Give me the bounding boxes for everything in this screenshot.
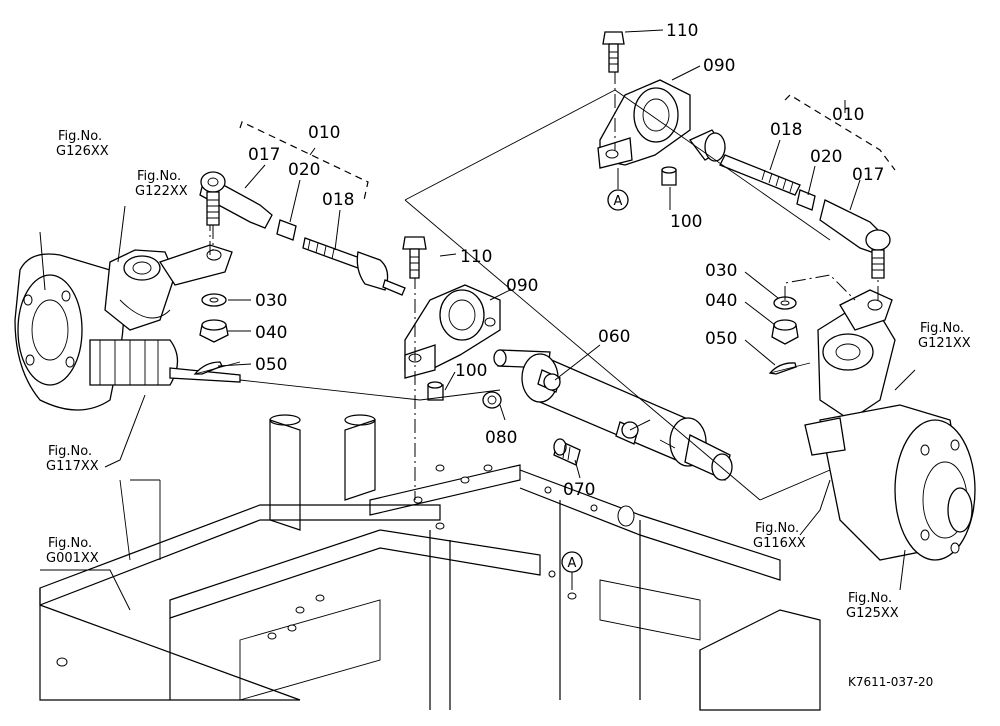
part-label-040-right: 040 [705,291,737,311]
leader-lines [39,29,916,611]
part-label-100-left: 100 [455,361,487,381]
svg-text:A: A [614,194,623,209]
bolts-110 [402,31,625,279]
part-label-060: 060 [598,327,630,347]
svg-text:G126XX: G126XX [56,144,109,159]
figure-references: Fig.No. G126XX Fig.No. G122XX Fig.No. G1… [46,129,971,621]
part-label-080: 080 [485,428,517,448]
part-labels: 110 090 010 018 020 017 100 030 040 050 … [248,21,884,500]
svg-text:G121XX: G121XX [918,336,971,351]
part-label-010-right: 010 [832,105,864,125]
right-tie-rod-group [688,94,896,279]
part-label-110-right: 110 [666,21,698,41]
svg-text:G117XX: G117XX [46,459,99,474]
part-label-040-left: 040 [255,323,287,343]
part-label-090-right: 090 [703,56,735,76]
callout-a-top: A [607,189,629,211]
part-label-010-left: 010 [308,123,340,143]
right-fasteners [768,274,856,375]
ref-g116: Fig.No. G116XX [753,521,806,551]
steering-cylinder [493,349,733,481]
part-label-020-left: 020 [288,160,320,180]
part-label-110-left: 110 [460,247,492,267]
part-label-090-left: 090 [506,276,538,296]
ref-g122: Fig.No. G122XX [135,169,188,199]
left-hub-assembly [14,200,241,411]
right-hub-assembly [804,260,976,561]
callout-a-bottom: A [561,551,583,573]
left-tie-rod-group [199,121,406,296]
svg-text:Fig.No.: Fig.No. [920,321,964,336]
part-label-100-right: 100 [670,212,702,232]
svg-text:A: A [568,556,577,571]
bracket-left [404,275,501,500]
part-label-030-right: 030 [705,261,737,281]
plugs-100 [427,166,677,401]
svg-text:Fig.No.: Fig.No. [48,536,92,551]
part-label-050-right: 050 [705,329,737,349]
svg-text:Fig.No.: Fig.No. [48,444,92,459]
part-label-017-right: 017 [852,165,884,185]
svg-text:G116XX: G116XX [753,536,806,551]
reference-lines [239,89,831,501]
ref-g001: Fig.No. G001XX [46,536,99,566]
svg-text:G125XX: G125XX [846,606,899,621]
ref-g121: Fig.No. G121XX [918,321,971,351]
part-label-030-left: 030 [255,291,287,311]
svg-text:G001XX: G001XX [46,551,99,566]
part-label-018-right: 018 [770,120,802,140]
ref-g117: Fig.No. G117XX [46,444,99,474]
svg-text:Fig.No.: Fig.No. [755,521,799,536]
left-fasteners [193,293,241,375]
chassis-frame [39,414,821,711]
part-label-050-left: 050 [255,355,287,375]
part-label-018-left: 018 [322,190,354,210]
part-label-070: 070 [563,480,595,500]
svg-text:Fig.No.: Fig.No. [58,129,102,144]
svg-text:G122XX: G122XX [135,184,188,199]
part-label-020-right: 020 [810,147,842,167]
ref-g125: Fig.No. G125XX [846,591,899,621]
part-label-017-left: 017 [248,145,280,165]
svg-text:Fig.No.: Fig.No. [137,169,181,184]
bracket-right [597,70,691,169]
drawing-code: K7611-037-20 [848,675,933,689]
svg-text:Fig.No.: Fig.No. [848,591,892,606]
ref-g126: Fig.No. G126XX [56,129,109,159]
